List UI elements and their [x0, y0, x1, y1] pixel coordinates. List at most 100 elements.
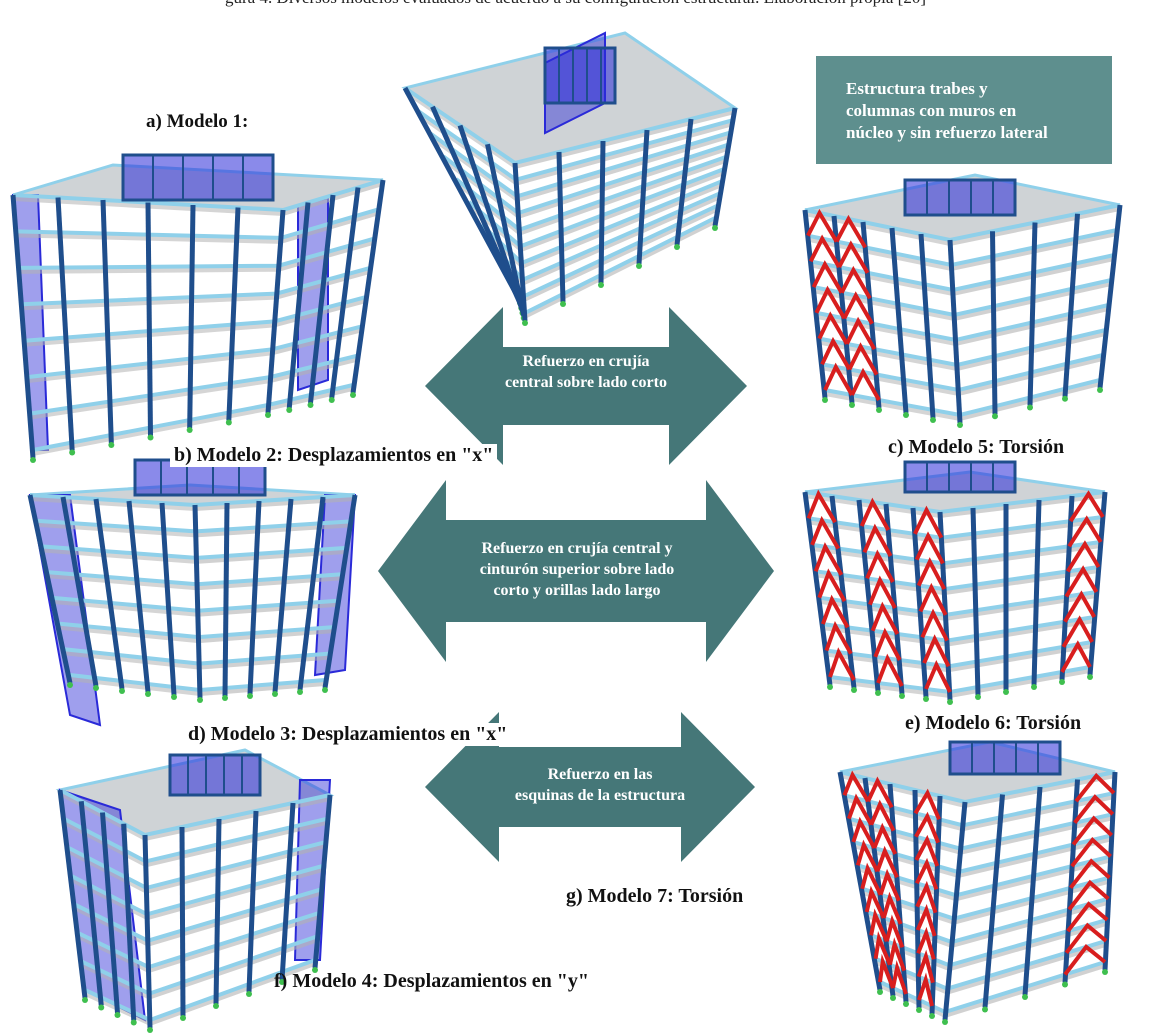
support-node — [560, 301, 566, 307]
support-node — [636, 263, 642, 269]
support-node — [1097, 387, 1103, 393]
column — [286, 202, 311, 409]
brace-chevron — [860, 862, 883, 896]
column — [142, 834, 153, 1029]
support-node — [225, 419, 232, 426]
brace-chevron — [814, 285, 847, 320]
support-node — [876, 407, 882, 413]
brace-chevron — [887, 937, 907, 972]
model-5-render — [802, 173, 1123, 428]
support-node — [916, 1007, 922, 1013]
support-node — [272, 691, 278, 697]
brace-chevron — [864, 885, 886, 919]
brace-chevron — [865, 549, 895, 583]
brace-chevron — [872, 822, 898, 855]
column — [1059, 495, 1075, 681]
brace-chevron — [1066, 540, 1101, 573]
column — [322, 494, 358, 689]
column — [598, 140, 606, 284]
support-node — [975, 694, 981, 700]
column — [226, 207, 241, 421]
model-3-render — [27, 458, 358, 727]
support-node — [328, 397, 335, 403]
brace-chevron — [828, 647, 856, 681]
brace-chevron — [869, 799, 896, 832]
model-7-render — [837, 740, 1118, 1025]
brace-chevron — [859, 497, 891, 531]
caption-model-5: c) Modelo 5: Torsión — [888, 436, 1065, 458]
support-node — [246, 991, 252, 997]
caption-model-7: g) Modelo 7: Torsión — [566, 885, 744, 907]
brace-chevron — [922, 634, 951, 668]
column — [860, 221, 882, 409]
model-top-center-render — [401, 31, 739, 326]
support-node — [849, 402, 855, 408]
arrow-2-label: Refuerzo en crujía central y cinturón su… — [440, 539, 714, 601]
column — [78, 801, 104, 1006]
column — [246, 810, 259, 993]
column — [883, 503, 905, 695]
brace-chevron — [920, 608, 949, 642]
support-node — [1031, 684, 1037, 690]
brace-chevron — [869, 908, 889, 943]
support-node — [1059, 679, 1065, 685]
column — [910, 507, 929, 698]
brace-chevron — [873, 931, 892, 966]
brace-chevron — [1070, 836, 1112, 868]
column — [121, 823, 137, 1021]
support-node — [982, 1006, 988, 1013]
support-node — [180, 1015, 186, 1021]
brace-chevron — [873, 627, 902, 661]
floor-beam — [505, 203, 719, 299]
column — [308, 194, 336, 404]
support-node — [145, 691, 151, 697]
brace-chevron — [810, 515, 841, 550]
double-arrow-3-shape — [425, 712, 755, 862]
brace-chevron — [914, 531, 945, 565]
support-node — [98, 1004, 105, 1011]
column — [982, 794, 1005, 1008]
brace-chevron — [878, 953, 895, 989]
brace-chevron — [1073, 794, 1115, 825]
brace-chevron — [881, 891, 903, 925]
brace-chevron — [806, 208, 839, 243]
brace-chevron — [1067, 515, 1103, 548]
brace-chevron — [913, 788, 941, 821]
caption-model-2: b) Modelo 2: Desplazamientos en "x" — [170, 444, 498, 467]
support-node — [1022, 994, 1028, 1000]
caption-model-3: d) Modelo 3: Desplazamientos en "x" — [184, 723, 512, 746]
column — [297, 496, 326, 691]
brace-chevron — [1061, 615, 1094, 648]
support-node — [307, 402, 314, 408]
caption-model-6: e) Modelo 6: Torsión — [905, 712, 1082, 734]
column — [179, 826, 186, 1017]
column — [556, 151, 566, 303]
support-node — [197, 697, 203, 703]
brace-chevron — [821, 594, 850, 629]
support-node — [712, 225, 718, 231]
support-node — [947, 699, 953, 705]
brace-chevron — [834, 214, 868, 249]
column — [60, 496, 99, 687]
support-node — [93, 685, 99, 691]
column — [312, 794, 333, 969]
column — [27, 494, 73, 684]
column — [1102, 771, 1118, 971]
column — [636, 129, 650, 265]
column — [856, 499, 881, 692]
brace-chevron — [850, 367, 881, 401]
column — [937, 511, 953, 701]
note-line-2: columnas con muros en — [846, 101, 1017, 121]
brace-chevron — [916, 557, 947, 591]
brace-chevron — [1066, 901, 1109, 933]
brace-chevron — [915, 880, 938, 914]
arrow-3-line-1: Refuerzo en las — [547, 766, 653, 783]
brace-chevron — [916, 949, 935, 984]
brace-chevron — [855, 839, 880, 873]
support-node — [929, 1013, 935, 1019]
caption-model-1: a) Modelo 1: — [146, 111, 249, 132]
rooftop-core — [903, 178, 1017, 217]
support-node — [875, 690, 881, 696]
column — [1027, 222, 1038, 406]
column — [1062, 213, 1080, 397]
